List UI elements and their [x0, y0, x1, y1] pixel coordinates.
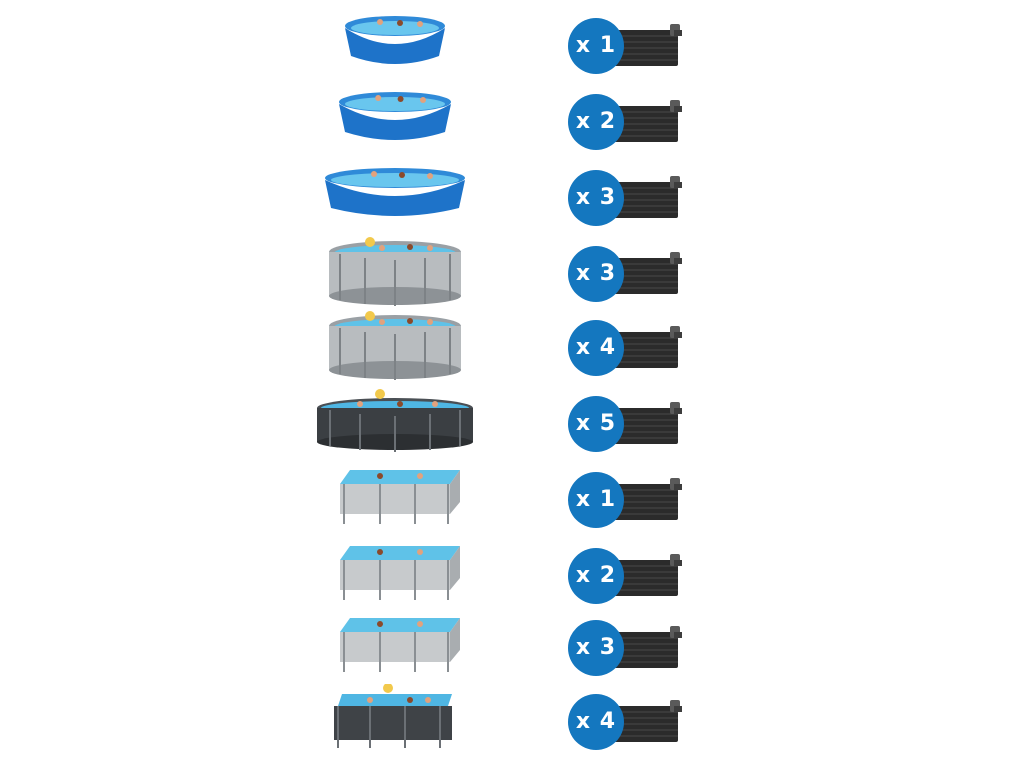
pool-row: x 1: [0, 462, 1024, 534]
solar-heater-mat-icon: [602, 554, 686, 600]
ultra-frame-round-pool-image: [310, 386, 480, 458]
solar-heater-mat-icon: [602, 100, 686, 146]
multiplier-badge: x 5: [568, 396, 624, 452]
multiplier-badge: x 3: [568, 246, 624, 302]
pool-row: x 4: [0, 310, 1024, 382]
prism-frame-rectangular-pool-image: [310, 462, 480, 534]
prism-frame-round-pool-image: [310, 236, 480, 308]
easy-set-round-pool-image: [310, 8, 480, 80]
pool-row: x 3: [0, 236, 1024, 308]
solar-heater-mat-icon: [602, 326, 686, 372]
prism-frame-rectangular-pool-image: [310, 610, 480, 682]
multiplier-badge: x 1: [568, 18, 624, 74]
solar-heater-mat-icon: [602, 700, 686, 746]
easy-set-round-pool-image: [310, 160, 480, 232]
prism-frame-rectangular-pool-image: [310, 538, 480, 610]
pool-row: x 2: [0, 538, 1024, 610]
multiplier-badge: x 3: [568, 170, 624, 226]
pool-row: x 3: [0, 160, 1024, 232]
multiplier-badge: x 1: [568, 472, 624, 528]
easy-set-round-pool-image: [310, 84, 480, 156]
multiplier-badge: x 2: [568, 94, 624, 150]
pool-row: x 5: [0, 386, 1024, 458]
multiplier-badge: x 2: [568, 548, 624, 604]
ultra-frame-rectangular-pool-image: [310, 684, 480, 756]
prism-frame-round-pool-image: [310, 310, 480, 382]
multiplier-badge: x 4: [568, 320, 624, 376]
pool-row: x 4: [0, 684, 1024, 756]
pool-row: x 1: [0, 8, 1024, 80]
multiplier-badge: x 3: [568, 620, 624, 676]
pool-row: x 2: [0, 84, 1024, 156]
pool-row: x 3: [0, 610, 1024, 682]
solar-heater-mat-icon: [602, 626, 686, 672]
multiplier-badge: x 4: [568, 694, 624, 750]
